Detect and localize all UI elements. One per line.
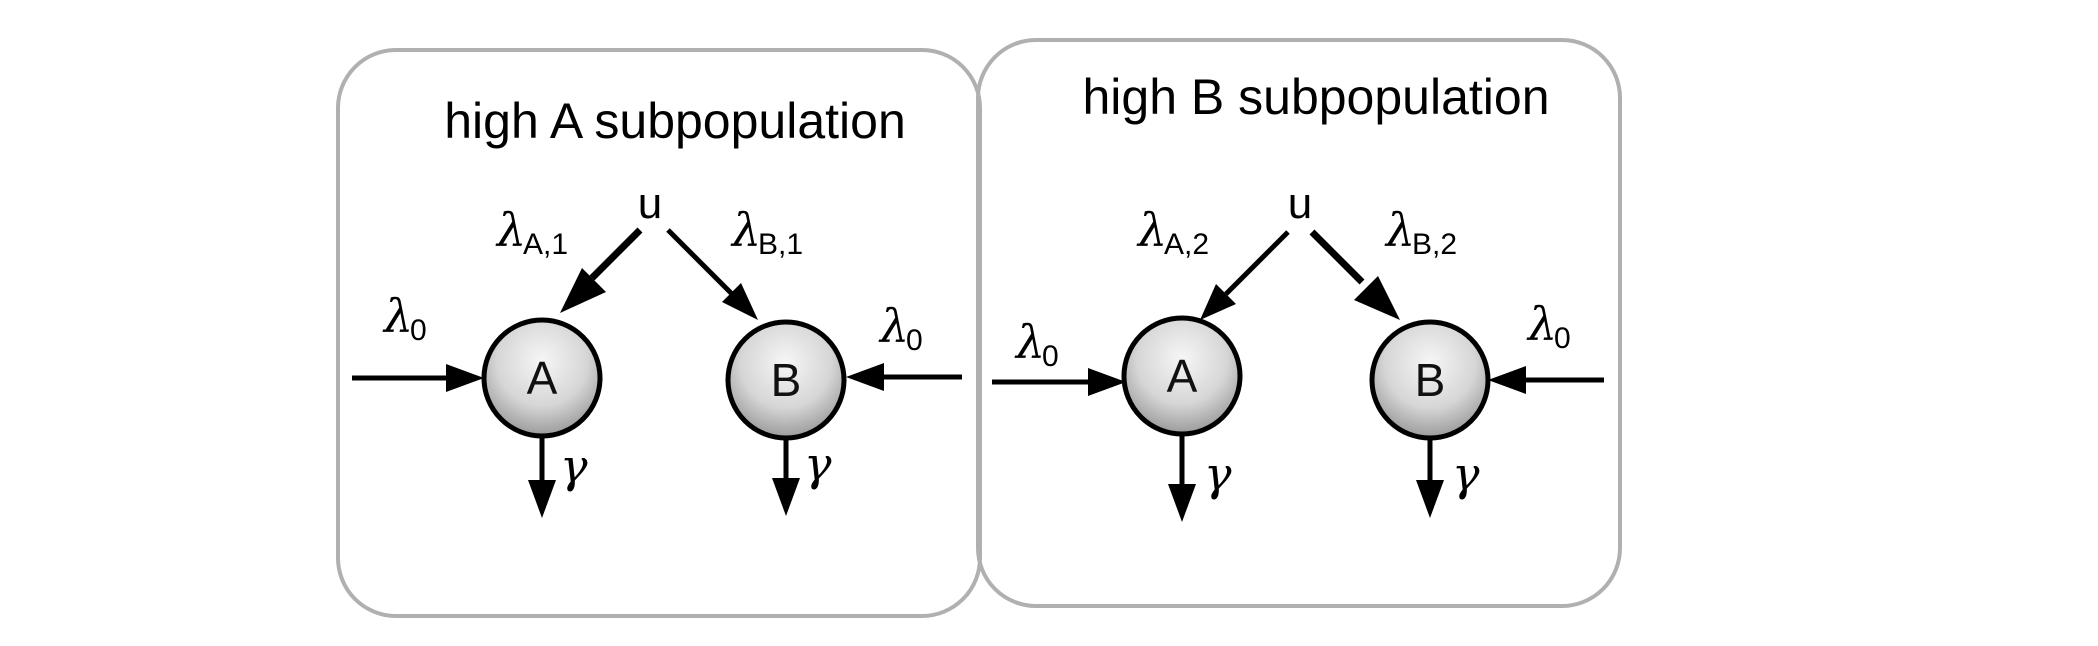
svg-text:A: A — [527, 352, 558, 404]
basal-right-label: λ 0 — [1526, 297, 1571, 355]
source-u-label: u — [638, 179, 662, 228]
svg-text:λ: λ — [730, 203, 761, 257]
arrow-basal-to-a — [352, 364, 484, 392]
basal-right-label: λ 0 — [878, 299, 923, 357]
decay-a-label: γ — [560, 439, 588, 493]
arrow-u-to-a — [1200, 230, 1290, 320]
node-a: A — [481, 317, 603, 439]
panel-border — [976, 38, 1622, 608]
svg-text:B: B — [1415, 354, 1446, 406]
panel-title: high A subpopulation — [444, 93, 906, 149]
rate-b-label: λ B,2 — [1384, 203, 1457, 261]
svg-text:λ: λ — [878, 299, 909, 353]
svg-text:λ: λ — [1384, 203, 1415, 257]
svg-text:λ: λ — [1014, 315, 1045, 369]
rate-a-label: λ A,2 — [1136, 203, 1209, 261]
arrow-decay-a — [528, 436, 556, 518]
basal-left-label: λ 0 — [1014, 315, 1059, 373]
basal-left-label: λ 0 — [382, 289, 427, 347]
svg-text:0: 0 — [1554, 322, 1571, 355]
arrow-u-to-b — [666, 228, 758, 320]
svg-text:B,2: B,2 — [1412, 228, 1457, 261]
svg-text:A,2: A,2 — [1164, 228, 1209, 261]
arrow-basal-to-a — [992, 368, 1126, 396]
arrow-basal-to-b — [846, 363, 962, 391]
svg-text:A: A — [1167, 350, 1198, 402]
node-a: A — [1121, 315, 1243, 437]
decay-b-label: γ — [804, 437, 832, 491]
decay-a-label: γ — [1204, 447, 1232, 501]
svg-text:λ: λ — [382, 289, 413, 343]
svg-text:0: 0 — [1042, 340, 1059, 373]
panel-high-a: high A subpopulation u λ A,1 λ B,1 λ — [336, 48, 982, 618]
svg-text:λ: λ — [495, 203, 526, 257]
decay-b-label: γ — [1452, 447, 1480, 501]
svg-text:B,1: B,1 — [758, 228, 803, 261]
node-b: B — [725, 319, 847, 441]
svg-text:λ: λ — [1136, 203, 1167, 257]
arrow-basal-to-b — [1488, 366, 1604, 394]
arrow-decay-b — [772, 438, 800, 516]
panel-high-b: high B subpopulation u λ A,2 λ B,2 λ — [976, 38, 1622, 608]
svg-text:0: 0 — [906, 324, 923, 357]
panel-title: high B subpopulation — [1082, 69, 1549, 125]
rate-b-label: λ B,1 — [730, 203, 803, 261]
node-b: B — [1369, 319, 1491, 441]
source-u-label: u — [1288, 179, 1312, 228]
svg-text:λ: λ — [1526, 297, 1557, 351]
svg-text:0: 0 — [410, 314, 427, 347]
arrow-decay-a — [1168, 434, 1196, 522]
arrow-u-to-a — [560, 227, 643, 313]
rate-a-label: λ A,1 — [495, 203, 568, 261]
arrow-decay-b — [1416, 438, 1444, 518]
svg-text:B: B — [771, 354, 802, 406]
svg-text:A,1: A,1 — [523, 228, 568, 261]
arrow-u-to-b — [1309, 229, 1400, 320]
